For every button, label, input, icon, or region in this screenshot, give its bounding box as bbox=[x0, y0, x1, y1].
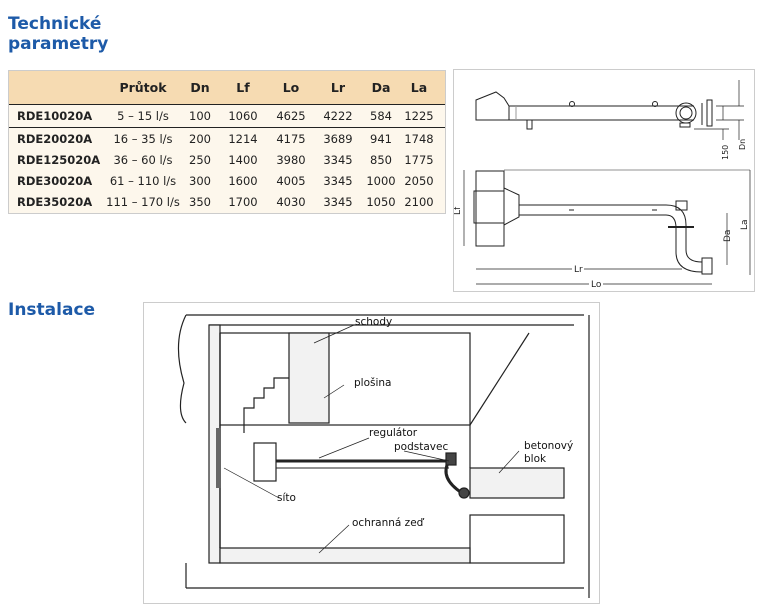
parameters-table: Průtok Dn Lf Lo Lr Da La RDE10020A 5 – 15… bbox=[8, 70, 446, 214]
table-cell: 16 – 35 l/s bbox=[113, 131, 173, 146]
table-cell: RDE30020A bbox=[17, 173, 93, 188]
table-cell: 3980 bbox=[276, 152, 306, 167]
label-sito: síto bbox=[277, 492, 296, 504]
table-cell: 1600 bbox=[228, 173, 258, 188]
table-row: RDE20020A 16 – 35 l/s 200 1214 4175 3689 941 17… bbox=[9, 128, 445, 149]
table-cell: 200 bbox=[189, 131, 211, 146]
installation-title: Instalace bbox=[8, 300, 96, 320]
table-cell: RDE35020A bbox=[17, 194, 93, 209]
label-blok: blok bbox=[524, 453, 547, 465]
label-schody: schody bbox=[355, 316, 393, 328]
table-cell: RDE20020A bbox=[17, 131, 93, 146]
label-ochranna-zed: ochranná zeď bbox=[352, 517, 424, 529]
header-cell: Lo bbox=[282, 80, 300, 95]
dim-da: Da bbox=[723, 230, 733, 242]
table-cell: 1700 bbox=[228, 194, 258, 209]
dim-lf: Lf bbox=[454, 206, 463, 215]
title-line: parametry bbox=[8, 34, 109, 54]
table-cell: 350 bbox=[189, 194, 211, 209]
header-cell: Průtok bbox=[119, 80, 167, 95]
table-cell: 4222 bbox=[323, 109, 353, 123]
table-cell: 61 – 110 l/s bbox=[109, 173, 177, 188]
table-cell: 100 bbox=[189, 109, 211, 123]
table-cell: RDE10020A bbox=[17, 109, 93, 123]
label-podstavec: podstavec bbox=[394, 441, 449, 453]
header-cell: Da bbox=[371, 80, 391, 95]
label-betonovy: betonový bbox=[524, 440, 574, 452]
label-plosina: plošina bbox=[354, 377, 392, 389]
dim-lr: Lr bbox=[574, 265, 583, 275]
table-cell: 4030 bbox=[276, 194, 306, 209]
table-cell: 3345 bbox=[323, 194, 353, 209]
dimension-diagram: 150 Dn Lf La Da Lr Lo bbox=[453, 69, 755, 292]
table-row: RDE125020A 36 – 60 l/s 250 1400 3980 3345 850 1… bbox=[9, 149, 445, 170]
table-cell: 584 bbox=[370, 109, 392, 123]
table-cell: 1775 bbox=[404, 152, 434, 167]
header-cell: Dn bbox=[190, 80, 210, 95]
table-cell: 1400 bbox=[228, 152, 258, 167]
table-cell: 2100 bbox=[404, 194, 434, 209]
table-cell: 1050 bbox=[366, 194, 396, 209]
table-row: RDE10020A 5 – 15 l/s 100 1060 4625 4222 584 122… bbox=[9, 105, 445, 128]
table-cell: 4625 bbox=[276, 109, 306, 123]
dim-dn: Dn bbox=[738, 139, 747, 150]
table-cell: RDE125020A bbox=[17, 152, 101, 167]
table-row: RDE30020A 61 – 110 l/s 300 1600 4005 3345 1000… bbox=[9, 170, 445, 191]
table-row: RDE35020A 111 – 170 l/s 350 1700 4030 3345 105… bbox=[9, 191, 445, 212]
table-cell: 5 – 15 l/s bbox=[117, 109, 169, 123]
table-cell: 300 bbox=[189, 173, 211, 188]
table-cell: 4005 bbox=[276, 173, 306, 188]
dim-150: 150 bbox=[721, 145, 730, 160]
table-header: Průtok Dn Lf Lo Lr Da La bbox=[9, 71, 445, 105]
table-cell: 111 – 170 l/s bbox=[106, 194, 180, 209]
table-cell: 36 – 60 l/s bbox=[113, 152, 173, 167]
table-cell: 1748 bbox=[404, 131, 434, 146]
table-cell: 3689 bbox=[323, 131, 353, 146]
header-cell: Lf bbox=[236, 80, 250, 95]
header-cell: La bbox=[410, 80, 428, 95]
installation-diagram: schody plošina regulátor podstavec beton… bbox=[143, 302, 600, 604]
table-cell: 941 bbox=[370, 131, 392, 146]
title-line: Technické bbox=[8, 14, 102, 34]
table-cell: 1000 bbox=[366, 173, 396, 188]
table-cell: 250 bbox=[189, 152, 211, 167]
table-cell: 1214 bbox=[228, 131, 258, 146]
dim-lo: Lo bbox=[591, 280, 602, 290]
table-cell: 3345 bbox=[323, 173, 353, 188]
table-cell: 850 bbox=[370, 152, 392, 167]
table-cell: 3345 bbox=[323, 152, 353, 167]
table-cell: 4175 bbox=[276, 131, 306, 146]
label-regulator: regulátor bbox=[369, 427, 418, 439]
header-cell: Lr bbox=[330, 80, 346, 95]
table-cell: 1225 bbox=[404, 109, 434, 123]
table-cell: 2050 bbox=[404, 173, 434, 188]
table-cell: 1060 bbox=[228, 109, 258, 123]
dim-la: La bbox=[740, 219, 750, 230]
